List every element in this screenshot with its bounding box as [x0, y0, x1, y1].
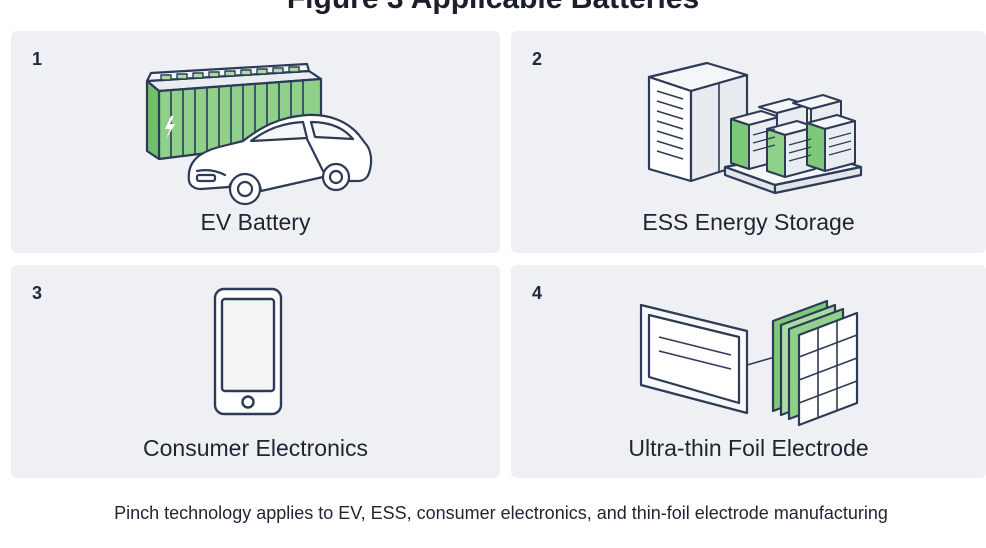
- card-number: 3: [32, 283, 43, 303]
- card-consumer-electronics: 3 Consumer Electronics: [11, 265, 500, 478]
- card-number: 4: [532, 283, 543, 303]
- card-number: 2: [532, 49, 543, 69]
- foil-electrode-icon: [639, 299, 859, 427]
- card-label: ESS Energy Storage: [642, 209, 855, 235]
- card-ev-battery: 1: [11, 31, 500, 253]
- smartphone-icon: [213, 287, 283, 416]
- card-ess-energy-storage: 2: [511, 31, 986, 253]
- card-number: 1: [32, 49, 43, 69]
- figure-title: Figure 3 Applicable Batteries: [0, 0, 986, 16]
- figure-caption: Pinch technology applies to EV, ESS, con…: [114, 503, 888, 523]
- ev-battery-car-icon: [145, 62, 373, 206]
- card-ultra-thin-foil-electrode: 4 Ultra-thin Foil Electrode: [511, 265, 986, 478]
- card-label: EV Battery: [200, 209, 311, 235]
- card-label: Consumer Electronics: [143, 435, 368, 461]
- ess-storage-icon: [647, 61, 863, 195]
- card-label: Ultra-thin Foil Electrode: [628, 435, 869, 461]
